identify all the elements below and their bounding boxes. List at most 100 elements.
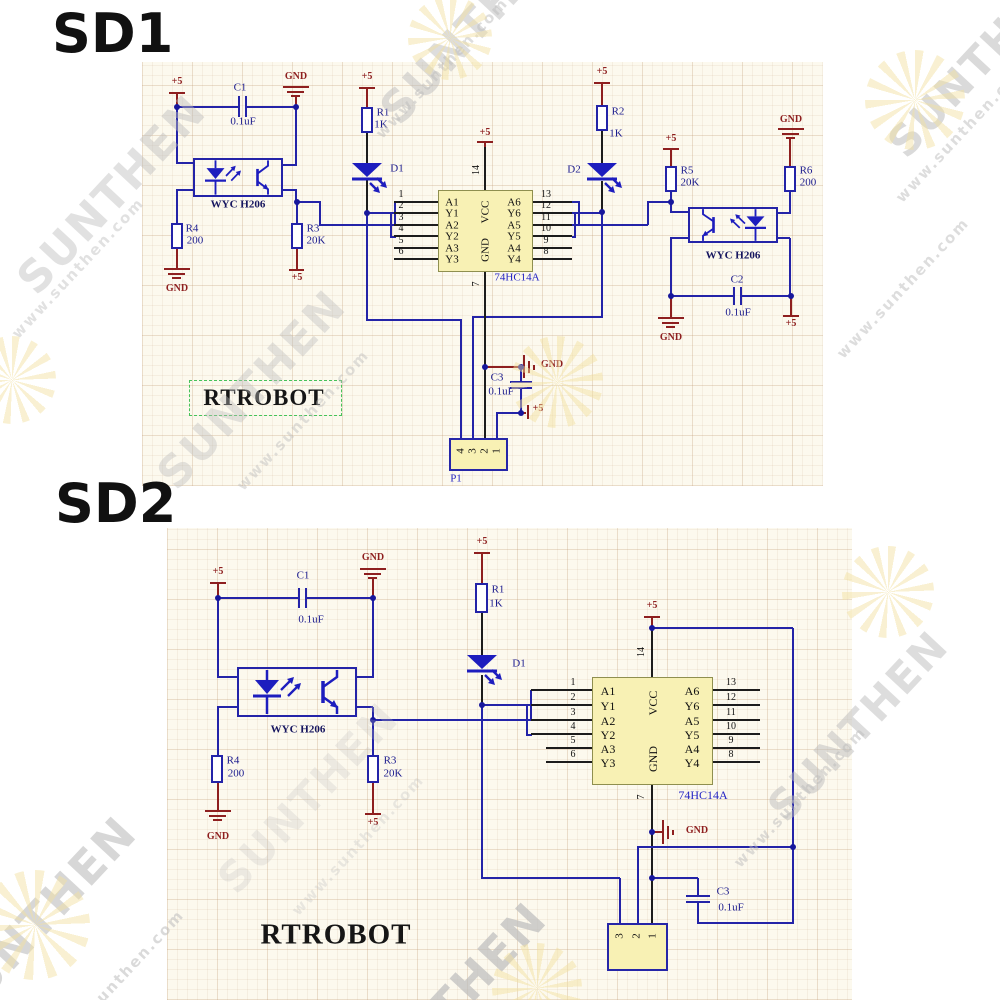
wire-segment	[283, 189, 297, 191]
gnd-label: GND	[779, 114, 803, 125]
wire-segment	[295, 107, 297, 165]
pin-name: Y3	[600, 756, 616, 770]
wire-segment	[367, 212, 395, 214]
pin-name: Y1	[600, 699, 616, 713]
sd1-brand-logo: RTROBOT	[203, 385, 325, 410]
resistor-value: 1K	[374, 118, 388, 131]
wire-segment	[662, 322, 679, 324]
wire-segment	[390, 213, 392, 237]
wire-segment	[601, 212, 603, 318]
wire-segment	[394, 235, 438, 237]
wire-segment	[531, 719, 592, 721]
ic-74hc14a-sd1	[438, 190, 533, 272]
resistor-r3-sd1	[291, 223, 303, 249]
wire-segment	[601, 131, 603, 164]
wire-segment	[210, 582, 226, 584]
pin-name: Y3	[445, 253, 459, 266]
pin-number: 2	[570, 692, 576, 703]
wire-segment	[213, 819, 222, 821]
wire-segment	[394, 212, 438, 214]
led-d2-sd1	[587, 163, 622, 193]
wire-segment	[651, 618, 653, 628]
junction-dot	[649, 875, 655, 881]
resistor-r6-sd1	[784, 166, 796, 192]
wire-segment	[697, 903, 699, 923]
wire-segment	[372, 579, 374, 598]
resistor-ref: R1	[491, 583, 505, 596]
wire-segment	[472, 316, 602, 318]
wire-segment	[697, 922, 793, 924]
wire-segment	[472, 317, 474, 439]
wire-segment	[360, 568, 386, 570]
wire-segment	[297, 201, 321, 203]
pin-name: A2	[600, 714, 616, 728]
wire-segment	[484, 272, 486, 438]
capacitor-value: 0.1uF	[718, 901, 744, 914]
sd1-brand-selection-box	[189, 380, 342, 416]
wire-segment	[176, 190, 178, 224]
wire-segment	[778, 237, 790, 239]
wire-segment	[287, 91, 304, 93]
pin-number: 4	[570, 721, 576, 732]
wire-segment	[792, 848, 794, 924]
junction-dot	[215, 595, 221, 601]
wire-segment	[372, 783, 374, 813]
capacitor-ref: C1	[233, 81, 247, 94]
wire-segment	[533, 212, 572, 214]
wire-segment	[651, 878, 653, 926]
wire-segment	[572, 224, 648, 226]
pin-name: A5	[684, 714, 700, 728]
wire-segment	[601, 83, 603, 105]
resistor-r4-sd2	[211, 755, 223, 783]
connector-p1-sd1	[449, 438, 508, 471]
sd2-schematic-panel	[167, 528, 852, 1000]
wire-segment	[485, 366, 522, 368]
pin-number: 13	[541, 189, 551, 200]
wire-segment	[481, 613, 483, 655]
capacitor-value: 0.1uF	[230, 115, 256, 128]
wire-segment	[283, 164, 297, 166]
sunthen-watermark-text: SUNTHEN	[877, 0, 1000, 167]
wire-segment	[482, 704, 531, 706]
optocoupler-symbol	[253, 670, 339, 714]
wire-segment	[533, 365, 535, 370]
resistor-r2-sd1	[596, 105, 608, 131]
wire-segment	[572, 236, 576, 238]
sunthen-watermark-text: SUNTHEN	[0, 805, 148, 1000]
wire-segment	[484, 147, 486, 190]
connector-pin-number: 3	[466, 448, 479, 454]
pin-number: 7	[471, 281, 482, 287]
pin-number: 2	[398, 200, 404, 211]
junction-dot	[370, 595, 376, 601]
pin-number: 3	[398, 212, 404, 223]
wire-segment	[526, 734, 532, 736]
wire-segment	[217, 706, 237, 708]
capacitor-ref: C1	[296, 569, 310, 582]
pin-number: 9	[728, 735, 734, 746]
pin-number: 12	[726, 692, 736, 703]
sd1-title: SD1	[52, 2, 174, 65]
wire-segment	[533, 235, 572, 237]
wire-segment	[652, 831, 662, 833]
pin-number: 14	[636, 647, 647, 657]
wire-segment	[520, 367, 522, 382]
wire-segment	[670, 192, 672, 203]
ic-vcc-label: VCC	[646, 690, 660, 716]
junction-dot	[518, 364, 524, 370]
optocoupler-sd2	[237, 667, 357, 717]
connector-pin-number: 2	[630, 933, 643, 939]
ic-gnd-label: GND	[479, 238, 492, 262]
wire-segment	[697, 878, 699, 897]
wire-segment	[176, 93, 178, 107]
wire-segment	[670, 211, 688, 213]
wire-segment	[686, 901, 710, 903]
sunthen-watermark-url: www.sunthen.com	[833, 213, 973, 363]
wire-segment	[637, 847, 639, 926]
wire-segment	[394, 224, 438, 226]
pin-name: Y5	[684, 728, 700, 742]
pin-number: 11	[541, 212, 551, 223]
wire-segment	[217, 584, 219, 598]
resistor-r3-sd2	[367, 755, 379, 783]
wire-segment	[667, 826, 669, 839]
